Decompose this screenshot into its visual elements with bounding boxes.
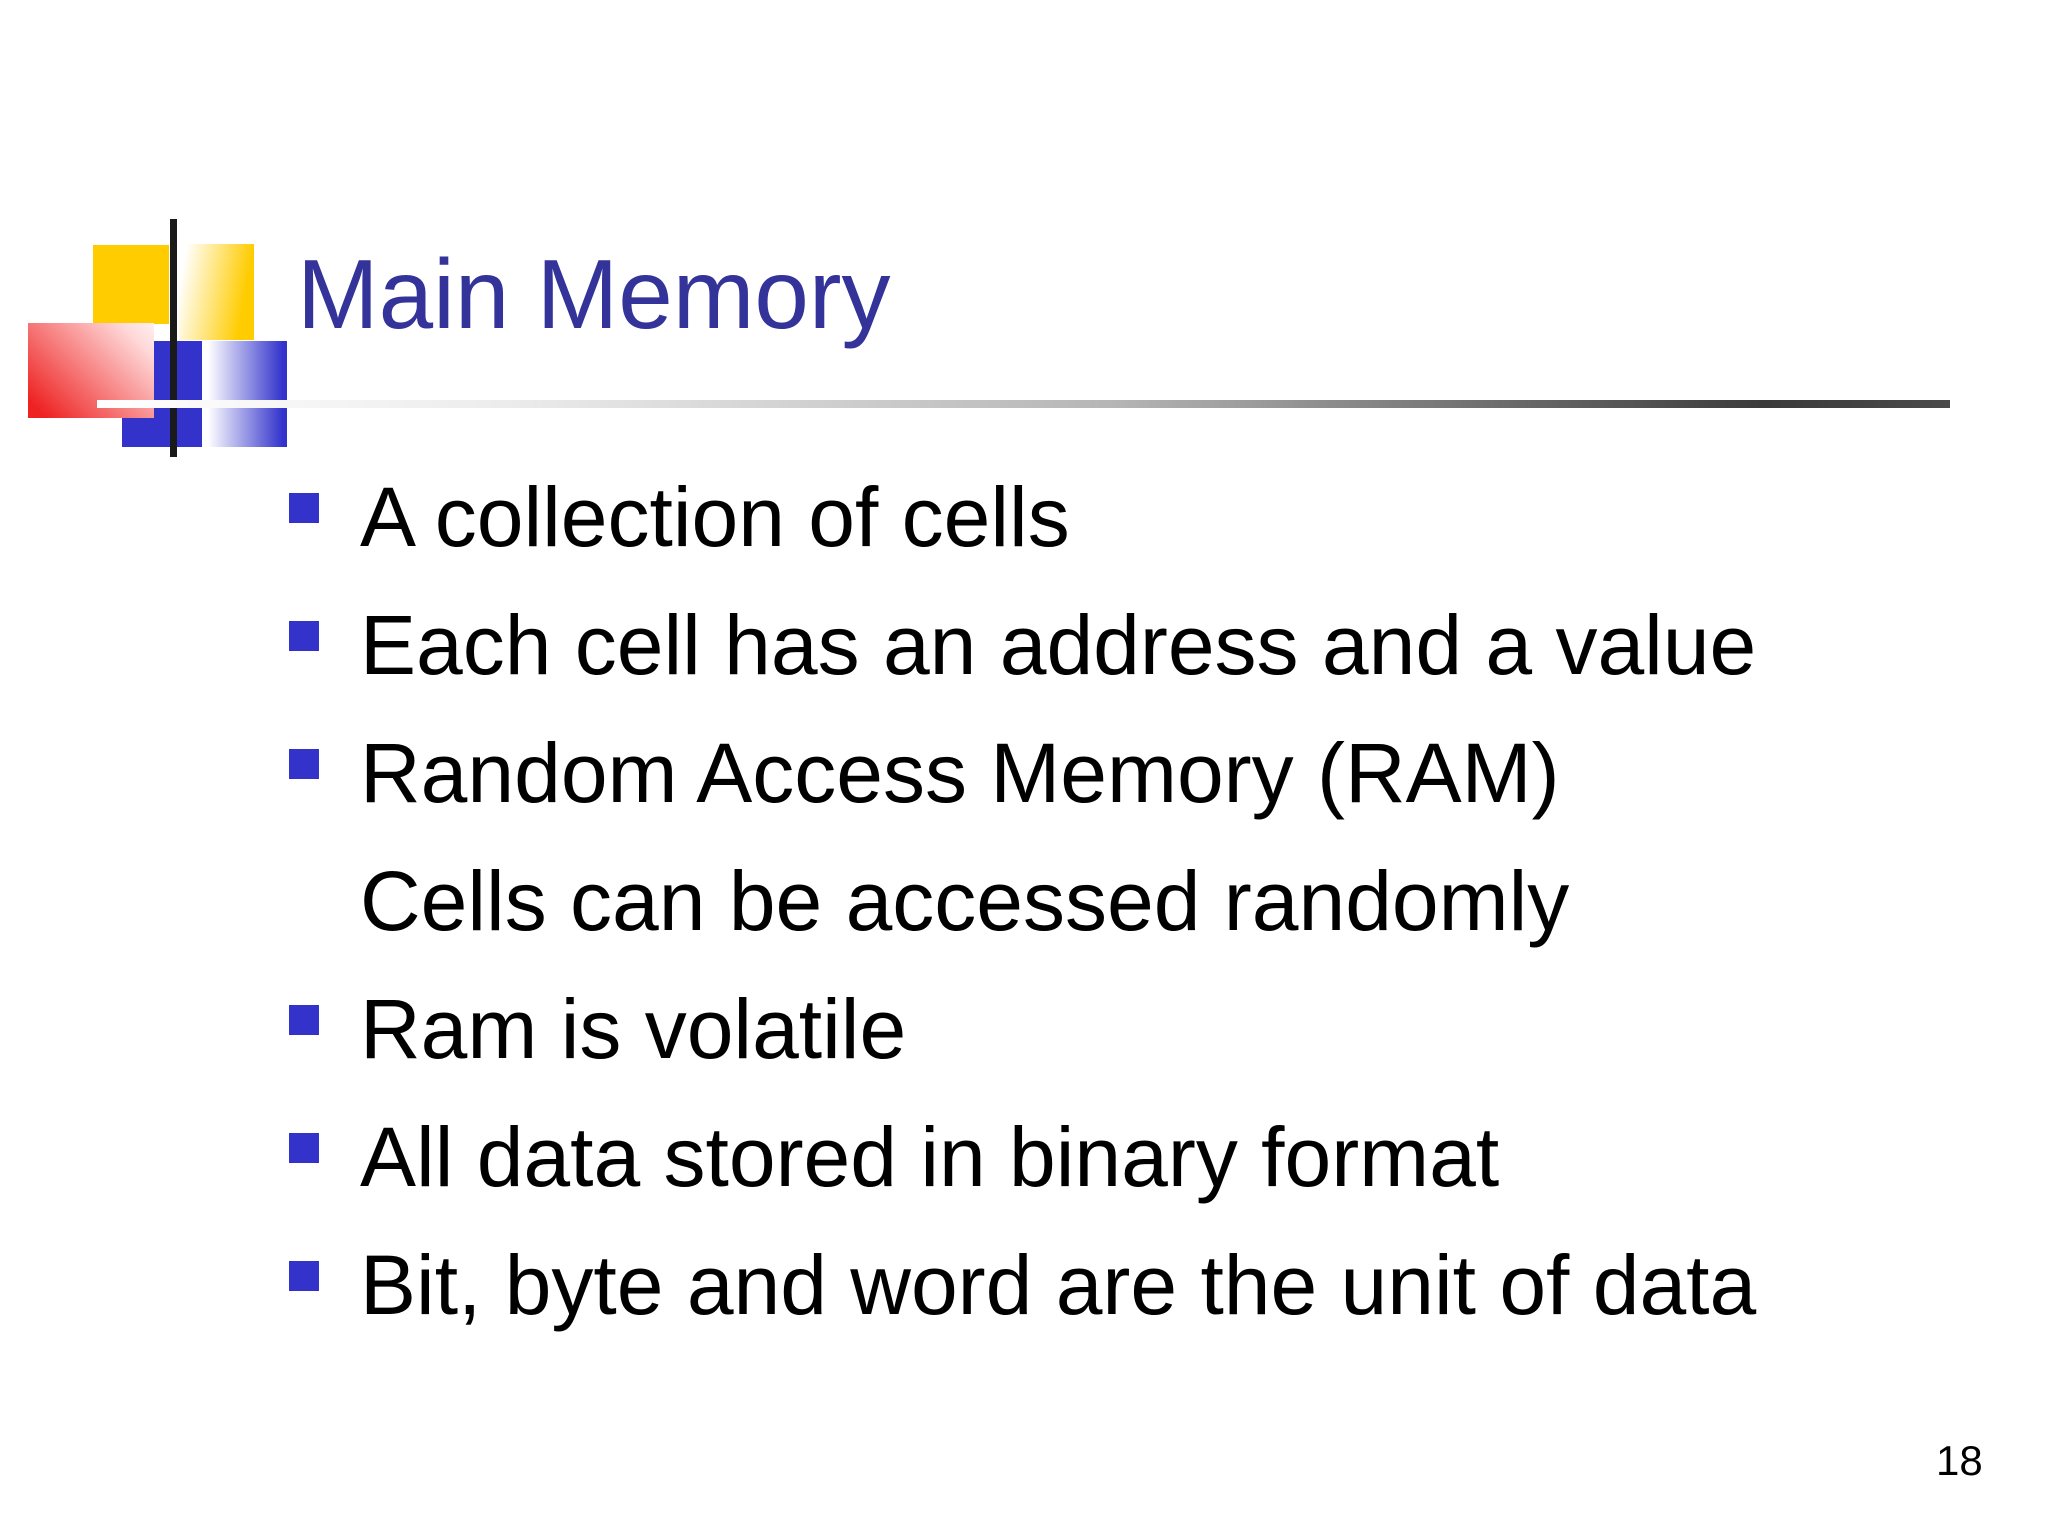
bullet-square-icon [289,493,319,523]
bullet-text: Each cell has an address and a value [360,598,1757,692]
bullet-square-icon [289,1261,319,1291]
logo-yellow-square [93,245,169,324]
list-item: Random Access Memory (RAM) [289,721,1989,831]
bullet-square-icon [289,749,319,779]
bullet-square-icon [289,1133,319,1163]
bullet-text: All data stored in binary format [360,1110,1500,1204]
bullet-text: Bit, byte and word are the unit of data [360,1238,1757,1332]
list-item: Each cell has an address and a value [289,593,1989,703]
logo-vertical-line [170,219,177,457]
title-divider-line [97,400,1950,408]
bullet-text: A collection of cells [360,470,1070,564]
page-number: 18 [1936,1437,1983,1484]
logo-blue-gradient-square [206,341,287,447]
bullet-square-icon [289,621,319,651]
list-item: A collection of cells [289,465,1989,575]
logo-yellow-gradient-square [179,244,254,340]
list-item: All data stored in binary format [289,1105,1989,1215]
list-item-continuation: Cells can be accessed randomly [289,849,1989,959]
bullet-text: Cells can be accessed randomly [360,854,1570,948]
list-item: Ram is volatile [289,977,1989,1087]
bullet-square-icon [289,1005,319,1035]
list-item: Bit, byte and word are the unit of data [289,1233,1989,1343]
bullet-text: Ram is volatile [360,982,907,1076]
page-title: Main Memory [297,239,891,349]
bullet-text: Random Access Memory (RAM) [360,726,1560,820]
